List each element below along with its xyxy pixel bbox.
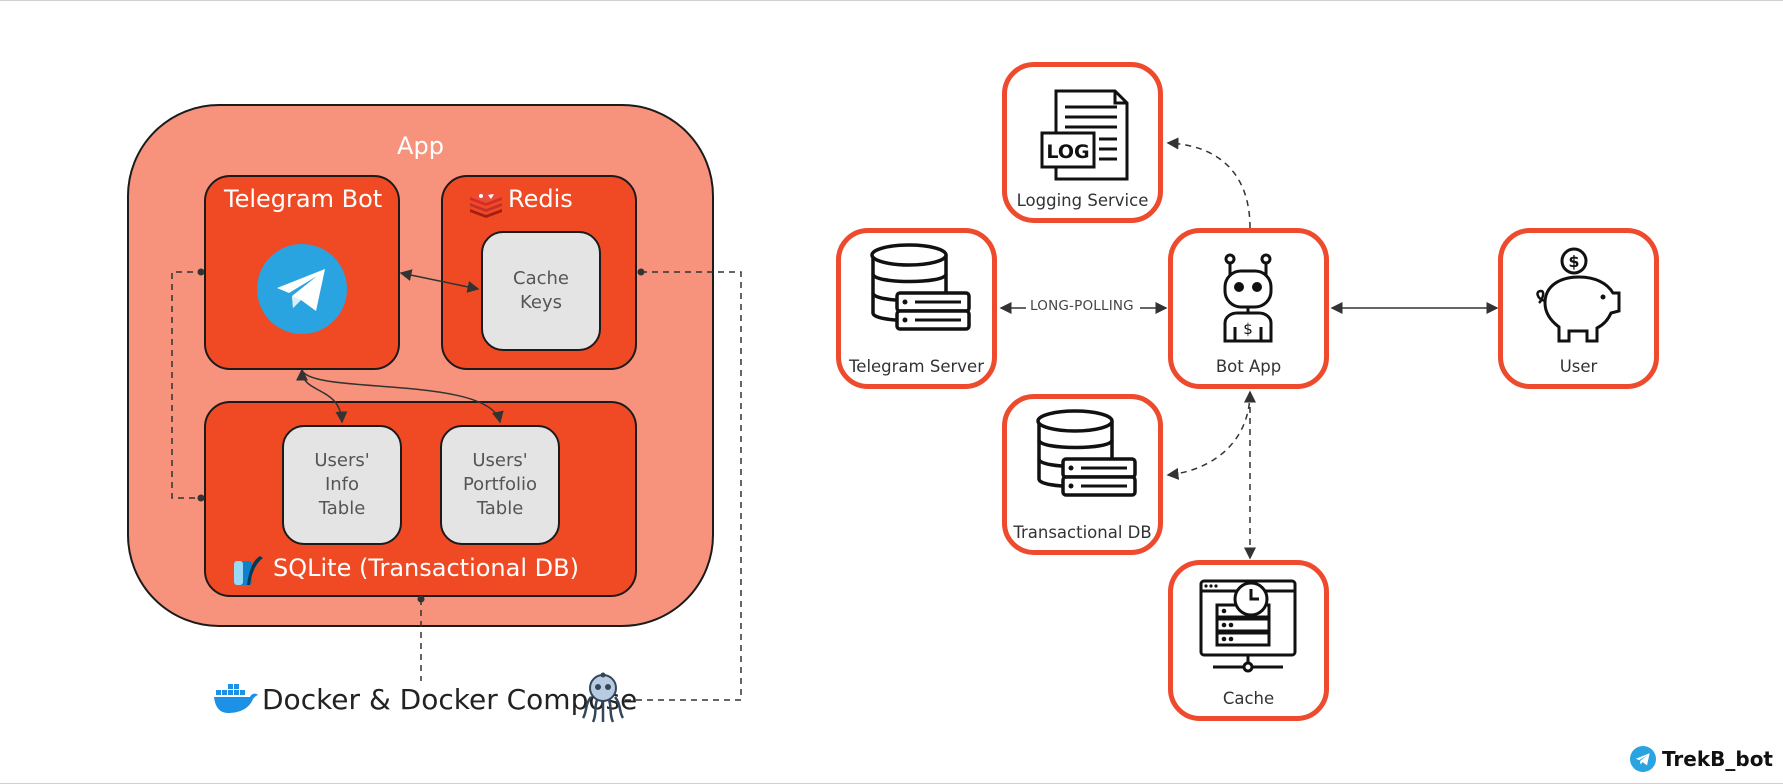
svg-text:$: $ <box>1568 252 1579 271</box>
docker-icon <box>214 684 258 713</box>
telegram-server-node: Telegram Server <box>836 228 997 389</box>
cache-node: Cache <box>1168 560 1329 721</box>
database-icon <box>1036 409 1137 497</box>
piggy-bank-icon: $ <box>1536 247 1621 343</box>
robot-icon: $ <box>1223 253 1273 343</box>
sqlite-title: SQLite (Transactional DB) <box>273 554 579 582</box>
brand-label: TrekB_bot <box>1661 747 1773 771</box>
bot-log-link <box>1166 137 1251 229</box>
bot-db-link <box>1166 390 1256 480</box>
sqlite-panel: Users' Info Table Users' Portfolio Table… <box>204 401 637 597</box>
redis-panel: Redis Cache Keys <box>441 175 637 370</box>
telegram-server-label: Telegram Server <box>849 357 984 376</box>
logging-service-label: Logging Service <box>1016 191 1149 210</box>
users-portfolio-table-box: Users' Portfolio Table <box>440 425 560 545</box>
transactional-db-label: Transactional DB <box>1013 523 1152 542</box>
redis-title: Redis <box>508 185 573 213</box>
svg-text:$: $ <box>1243 320 1253 338</box>
user-label: User <box>1559 357 1598 376</box>
cache-server-icon <box>1199 579 1297 673</box>
long-polling-label: LONG-POLLING <box>1026 298 1138 314</box>
app-title: App <box>397 132 444 160</box>
brand: TrekB_bot <box>1629 746 1773 772</box>
logging-service-node: LOG Logging Service <box>1002 62 1163 223</box>
cache-keys-box: Cache Keys <box>481 231 601 351</box>
telegram-bot-title: Telegram Bot <box>224 185 383 213</box>
telegram-icon <box>1629 746 1656 772</box>
users-info-table-box: Users' Info Table <box>282 425 402 545</box>
transactional-db-node: Transactional DB <box>1002 394 1163 555</box>
octopus-icon <box>581 672 625 723</box>
docker-compose-label: Docker & Docker Compose <box>262 683 638 716</box>
log-icon: LOG <box>1040 89 1129 181</box>
sqlite-icon <box>234 556 263 585</box>
database-icon <box>870 243 971 331</box>
top-border <box>0 0 1783 1</box>
telegram-icon <box>257 244 347 334</box>
telegram-bot-panel: Telegram Bot <box>204 175 400 370</box>
svg-text:LOG: LOG <box>1046 141 1089 163</box>
user-node: $ User <box>1498 228 1659 389</box>
bot-app-node: $ Bot App <box>1168 228 1329 389</box>
redis-icon <box>470 191 502 218</box>
bot-app-label: Bot App <box>1215 357 1282 376</box>
cache-label: Cache <box>1222 689 1275 708</box>
